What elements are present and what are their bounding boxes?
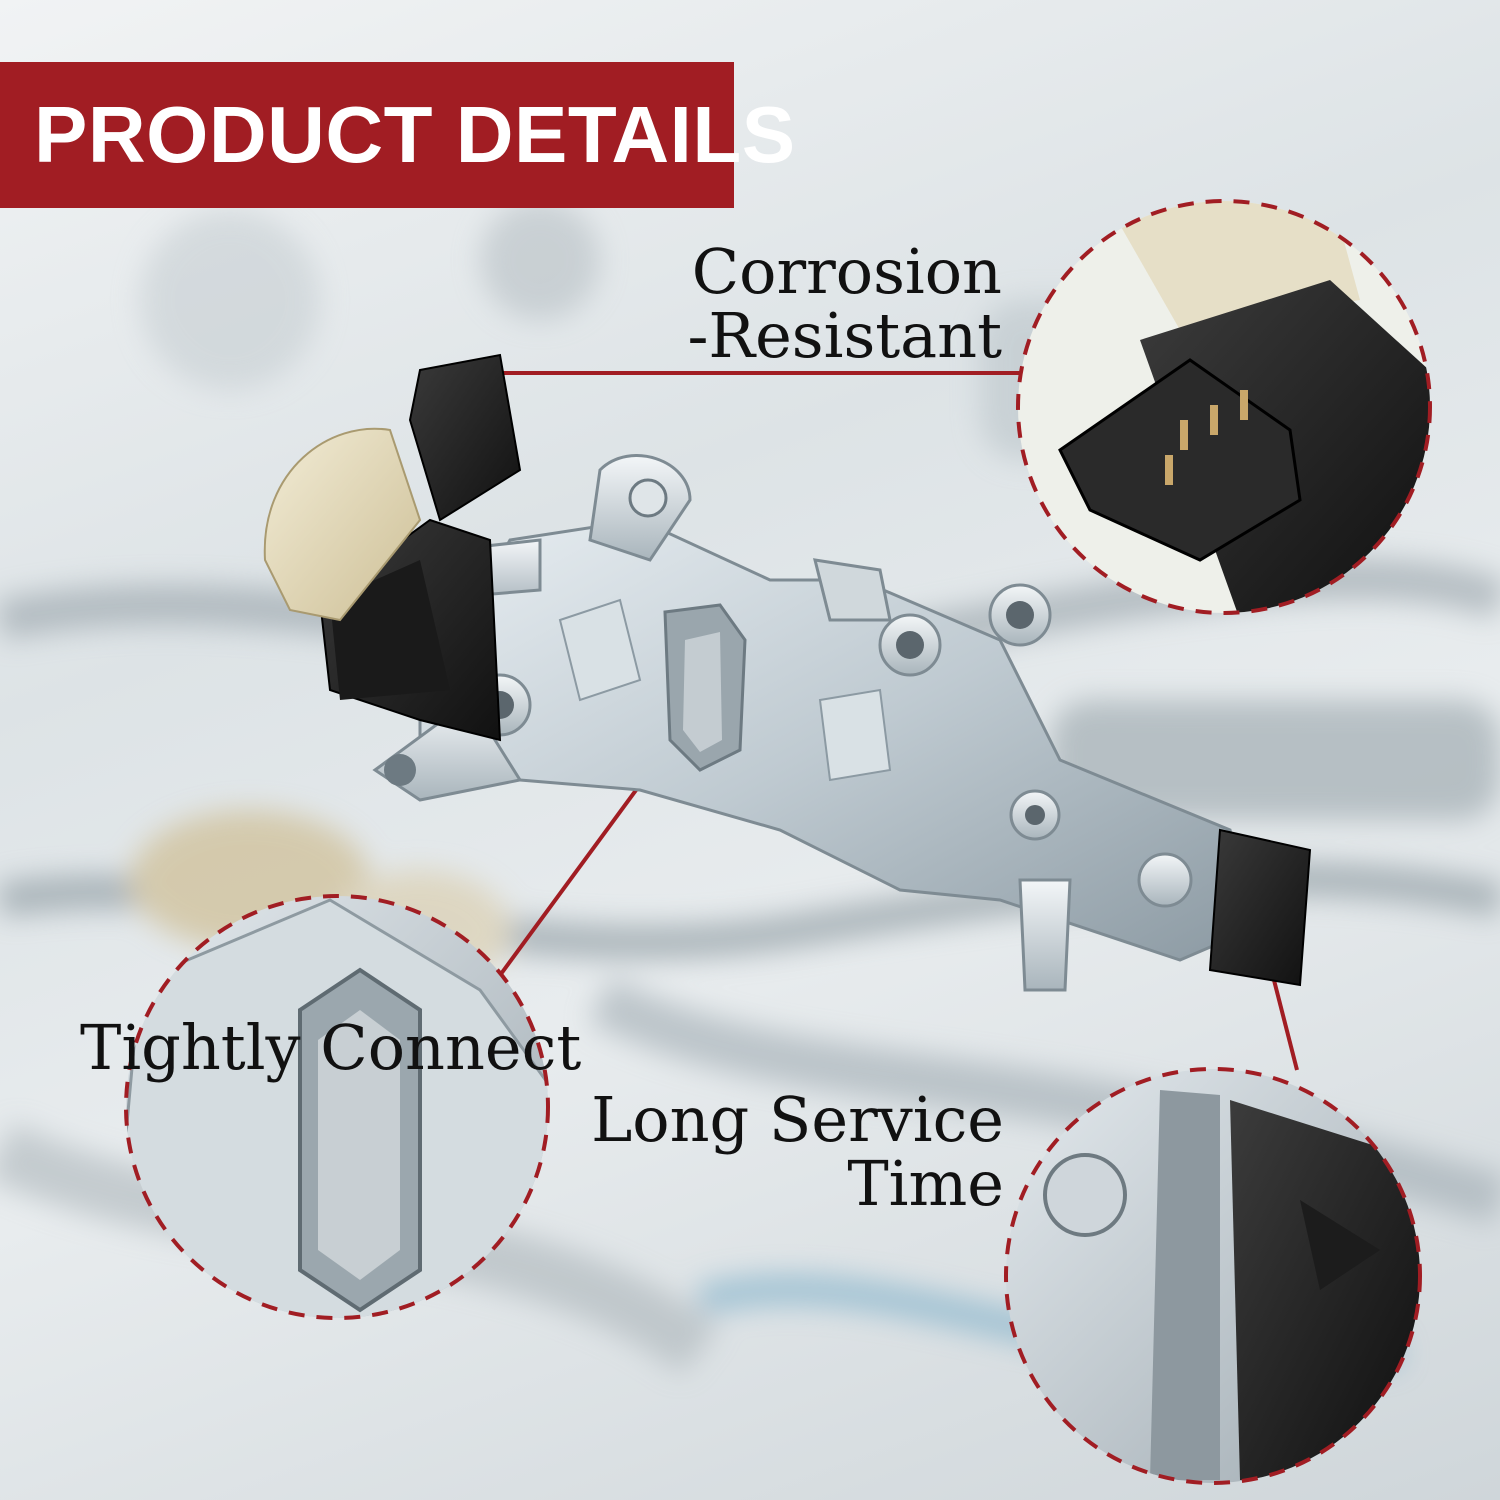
banner-title: PRODUCT DETAILS [34,90,796,179]
callout-line: -Resistant [687,299,1002,372]
callout-line: Long Service [591,1083,1004,1156]
callout-line: Time [847,1147,1004,1220]
dashed-circle-zoom-icon [124,894,550,1320]
zoom-slot-detail [126,896,548,1318]
callout-long-service-time: Long Service Time [591,1088,1004,1216]
zoom-end-connector-detail [1006,1069,1420,1483]
dashed-circle-zoom-icon [1016,199,1432,615]
zoom-connector-detail [1018,201,1430,613]
callout-line: Tightly Connect [80,1011,582,1084]
product-details-banner: PRODUCT DETAILS [0,62,795,208]
callout-corrosion-resistant: Corrosion -Resistant [687,240,1002,368]
callout-tightly-connect: Tightly Connect [80,1016,581,1080]
callout-line: Corrosion [691,235,1002,308]
dashed-circle-zoom-icon [1004,1067,1422,1485]
